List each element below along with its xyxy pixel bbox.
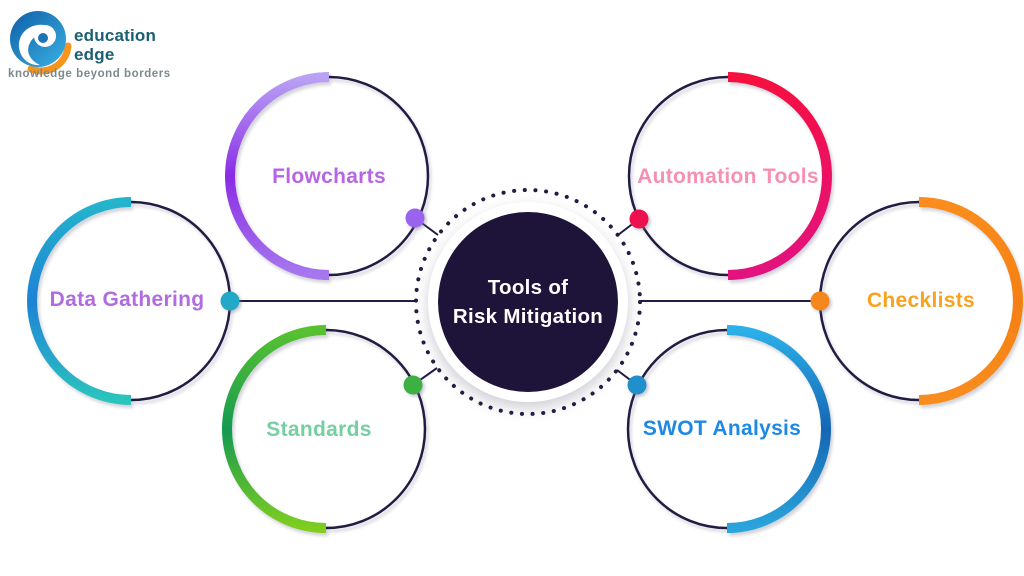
standards-circle — [222, 325, 427, 533]
flowcharts-arc — [225, 72, 330, 280]
automation-tools-circle — [627, 72, 832, 280]
education-edge-logo-mark — [10, 11, 72, 75]
automation-tools-dot — [629, 209, 649, 229]
data-gathering-dot — [220, 291, 240, 311]
logo-brand-line1: education — [74, 26, 157, 45]
center-dotted-ring — [414, 188, 642, 416]
center-title-line2: Risk Mitigation — [452, 305, 604, 328]
center-title-line1: Tools of — [487, 276, 569, 299]
standards-label: Standards — [266, 418, 372, 441]
data-gathering-label: Data Gathering — [49, 288, 205, 311]
swot-analysis-arc — [726, 325, 831, 533]
center-hub — [414, 188, 642, 416]
logo-brand-line2: edge — [74, 45, 115, 64]
checklists-arc — [918, 197, 1023, 405]
swot-analysis-dot — [627, 375, 647, 395]
checklists-label: Checklists — [866, 289, 976, 312]
flowcharts-dot — [405, 208, 425, 228]
connector-dots — [220, 208, 830, 395]
education-edge-logo: education edge knowledge beyond borders — [6, 6, 226, 96]
center-title: Tools of Risk Mitigation — [453, 273, 603, 331]
flowcharts-label: Flowcharts — [272, 165, 386, 188]
logo-blue-core — [38, 33, 48, 43]
flowcharts-circle — [225, 72, 430, 280]
logo-brand-text: education edge — [74, 26, 156, 64]
data-gathering-arc — [27, 197, 132, 405]
swot-analysis-label: SWOT Analysis — [642, 417, 802, 440]
checklists-dot — [810, 291, 830, 311]
swot-analysis-circle — [626, 325, 831, 533]
standards-arc — [222, 325, 327, 533]
standards-dot — [403, 375, 423, 395]
automation-tools-label: Automation Tools — [637, 165, 819, 188]
logo-tagline: knowledge beyond borders — [8, 68, 171, 80]
center-circle — [438, 212, 618, 392]
automation-tools-arc — [727, 72, 832, 280]
logo-orange-swoosh — [27, 42, 72, 75]
